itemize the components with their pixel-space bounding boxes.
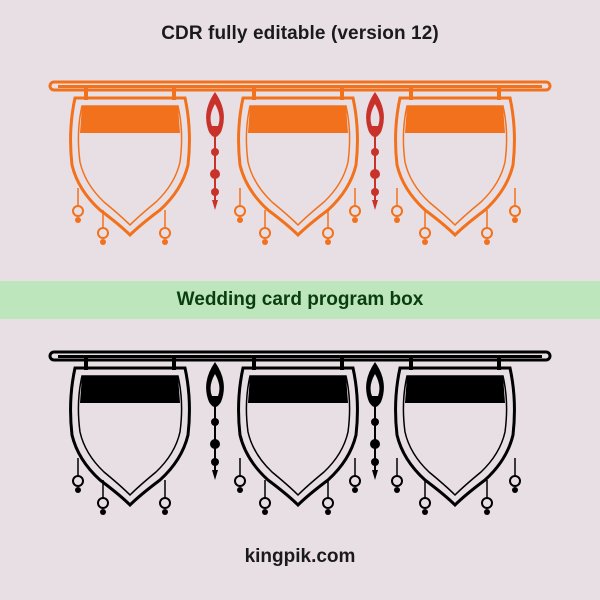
- tassel: [391, 457, 403, 494]
- program-panel-right: [394, 356, 516, 507]
- divider-ornament: [365, 361, 385, 481]
- title-banner: Wedding card program box: [0, 281, 600, 319]
- page-title: CDR fully editable (version 12): [161, 23, 439, 44]
- tassel: [234, 187, 246, 224]
- tassel: [349, 457, 361, 494]
- program-panel-left: [69, 86, 191, 237]
- tassel: [509, 457, 521, 494]
- divider-ornament: [365, 91, 385, 211]
- tassel: [481, 209, 493, 246]
- tassel: [159, 209, 171, 246]
- rail: [48, 80, 552, 92]
- tassel: [322, 209, 334, 246]
- banner-text: Wedding card program box: [176, 289, 424, 310]
- tassel: [419, 209, 431, 246]
- program-panel-right: [394, 86, 516, 237]
- tassel: [391, 187, 403, 224]
- rail: [48, 350, 552, 362]
- orange-program-box-artwork: [48, 80, 552, 246]
- tassel: [349, 187, 361, 224]
- tassel: [322, 479, 334, 516]
- tassel: [234, 457, 246, 494]
- tassel: [259, 209, 271, 246]
- tassel: [72, 457, 84, 494]
- divider-ornament: [205, 361, 225, 481]
- tassel: [72, 187, 84, 224]
- program-panel-center: [237, 356, 359, 507]
- tassel: [481, 479, 493, 516]
- tassel: [419, 479, 431, 516]
- divider-ornament: [205, 91, 225, 211]
- site-footer-text: kingpik.com: [244, 546, 356, 567]
- tassel: [259, 479, 271, 516]
- black-program-box-artwork: [48, 350, 552, 516]
- program-panel-center: [237, 86, 359, 237]
- tassel: [159, 479, 171, 516]
- program-panel-left: [69, 356, 191, 507]
- tassel: [509, 187, 521, 224]
